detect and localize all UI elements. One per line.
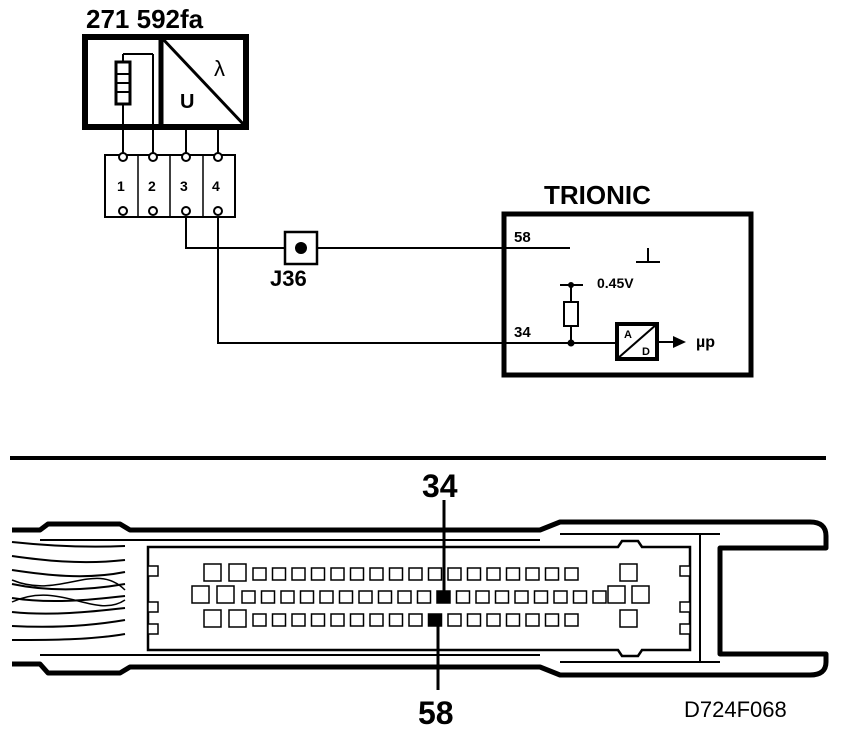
junction-j36: J36 [270,230,319,291]
lambda-symbol: λ [214,56,225,81]
pin-cavity [358,590,373,604]
connector-pin-grid [191,563,650,628]
large-cavity [631,585,650,604]
pin-cavity [564,613,579,627]
trionic-ecu: 58 34 0.45V A D µp [501,211,754,378]
pin-cavity [447,567,462,581]
pin-cavity [330,567,345,581]
pin-cavity [408,613,423,627]
figure-id: D724F068 [684,697,787,722]
connector-pin-3: 3 [180,178,188,194]
ecu-pin-58-label: 58 [514,229,531,246]
large-cavity [228,563,247,582]
sensor-connector: 1 2 3 4 [104,152,236,218]
pin-cavity [475,590,490,604]
pin-cavity [271,567,287,581]
pin-cavity [572,590,588,604]
large-cavity [191,585,210,604]
large-cavity [619,563,638,582]
microprocessor-label: µp [696,334,715,351]
reference-voltage-label: 0.45V [597,275,634,291]
pin-cavity [388,613,404,627]
signal-wires [185,217,570,344]
pin-cavity [525,613,540,627]
pin-cavity [544,567,560,581]
ecu-connector-drawing [11,519,829,678]
large-cavity [619,609,638,628]
pin-cavity [533,590,549,604]
pin-cavity [349,567,365,581]
connector-pin-1: 1 [117,178,125,194]
pin-cavity [260,590,276,604]
pin-cavity [564,567,579,581]
connector-pin-4: 4 [212,178,220,194]
pin-cavity [455,590,471,604]
sensor-part-number: 271 592fa [86,4,204,34]
pin-cavity [349,613,365,627]
pin-cavity [319,590,334,604]
lambda-sensor: λ U [82,34,249,130]
highlighted-pin [427,613,443,627]
pin-cavity [592,590,607,604]
pin-cavity [291,567,306,581]
pin-cavity [330,613,345,627]
junction-label: J36 [270,266,307,291]
pin-cavity [408,567,423,581]
pin-cavity [416,590,432,604]
connector-pin-2: 2 [148,178,156,194]
pin-cavity [505,613,521,627]
pin-cavity [466,613,482,627]
large-cavity [228,609,247,628]
callout-pin-58: 58 [418,695,454,731]
pin-cavity [252,613,267,627]
pin-cavity [525,567,540,581]
pin-cavity [494,590,510,604]
large-cavity [607,585,626,604]
voltage-symbol: U [180,91,194,113]
large-cavity [203,609,222,628]
pin-cavity [397,590,412,604]
callout-pin-34: 34 [422,468,458,504]
pin-cavity [252,567,267,581]
pin-cavity [427,567,443,581]
heater-resistor-icon [114,53,154,127]
pin-cavity [280,590,295,604]
pin-cavity [505,567,521,581]
pin-cavity [369,567,384,581]
pin-cavity [241,590,256,604]
pin-cavity [310,567,326,581]
pin-cavity [486,567,501,581]
pin-cavity [310,613,326,627]
adc-converter-icon: A D [615,322,659,361]
pin-cavity [338,590,354,604]
adc-d-label: D [642,346,650,358]
pin-cavity [388,567,404,581]
pin-cavity [466,567,482,581]
pin-cavity [299,590,315,604]
pin-cavity [369,613,384,627]
wire-bundle [11,536,126,656]
pin-cavity [486,613,501,627]
pin-cavity [447,613,462,627]
ground-icon [636,248,660,263]
pin-cavity [514,590,529,604]
pin-cavity [291,613,306,627]
large-cavity [216,585,235,604]
pin-cavity [271,613,287,627]
pin-cavity [544,613,560,627]
pin-cavity [377,590,393,604]
ecu-title: TRIONIC [544,180,651,210]
pin-cavity [553,590,568,604]
ecu-pin-34-label: 34 [514,324,531,341]
adc-a-label: A [624,329,632,341]
large-cavity [203,563,222,582]
